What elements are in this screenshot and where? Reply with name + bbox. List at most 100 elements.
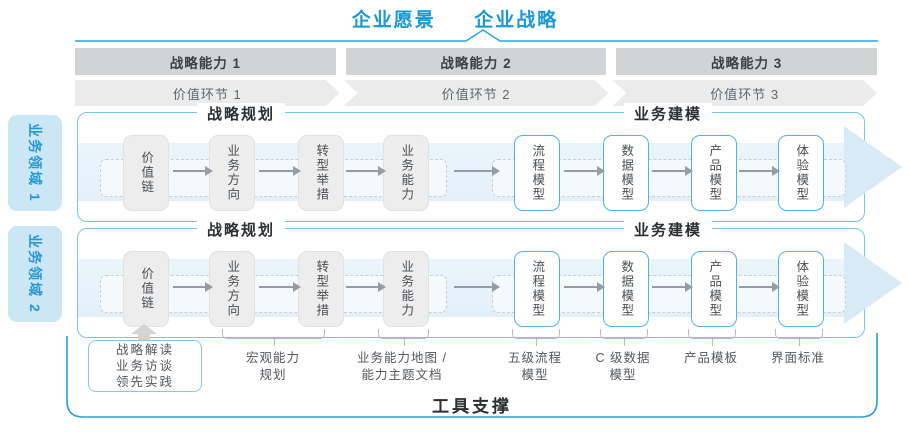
brace-stem [273,338,275,346]
flow-box-transformation-initiatives: 转型举措 [298,251,344,327]
brace-stem [712,338,714,346]
flow-arrow-icon [454,166,500,176]
tool-annotation-label: 界面标准 [771,350,825,367]
flow-box-business-capability: 业务能力 [383,135,429,211]
flow-box-data-model: 数据模型 [603,251,649,327]
flow-box-label: 业务方向 [225,144,240,202]
tool-annotation-line: 宏观能力 [245,351,301,365]
flow-box-label: 业务能力 [399,144,414,202]
flow-box-business-direction: 业务方向 [209,135,255,211]
flow-arrow-icon [173,166,213,176]
brace-connector [378,329,429,346]
flow-arrow-icon [259,282,301,292]
up-arrow-icon [131,324,157,342]
brace-stem [536,338,538,346]
capability-bar-segment: 战略能力 2 [345,48,607,75]
flow-arrow-icon [739,282,780,292]
flow-box-label: 数据模型 [619,260,634,318]
flow-arrow-icon [652,282,693,292]
tool-annotation-line: 五级流程 [507,351,563,365]
tool-annotation-line: C 级数据 [595,351,651,365]
tool-annotation-line: 模型 [521,367,549,382]
brace-stem [799,338,801,346]
brace-stem [624,338,626,346]
value-chain-segment: 价值环节 1 [75,80,340,106]
sidebar-item-domain-1: 业务领域 1 [8,115,62,211]
brace-connector [600,329,648,346]
flow-box-business-direction: 业务方向 [209,251,255,327]
flow-box-business-capability: 业务能力 [383,251,429,327]
flow-box-process-model: 流程模型 [514,251,560,327]
flow-arrow-icon [564,166,605,176]
flow-box-label: 流程模型 [530,260,545,318]
flow-box-product-model: 产品模型 [691,251,737,327]
flow-box-transformation-initiatives: 转型举措 [298,135,344,211]
flow-box-value-chain: 价值链 [123,251,169,327]
strategic-planning-header: 战略规划 [196,219,286,240]
flow-box-label: 产品模型 [707,260,722,318]
capability-row: 战略能力 1 战略能力 2 战略能力 3 [75,48,878,75]
swimlane-band-1: 战略规划 业务建模价值链 业务方向 转型举措 业务能力 流程模型 数据模型产品模型 体验模型 [77,103,902,222]
tool-support-label: 工具支撑 [432,397,512,416]
flow-box-label: 价值链 [139,267,154,311]
practice-line: 战略解读 [115,343,174,357]
domain-label-text: 业务领域 2 [27,234,43,314]
flow-box-data-model: 数据模型 [603,135,649,211]
tool-annotation-line: 产品模板 [683,351,739,365]
business-modeling-header: 业务建模 [623,103,713,124]
practice-line: 领先实践 [115,375,174,389]
value-chain-segment: 价值环节 2 [344,80,609,106]
flow-box-process-model: 流程模型 [514,135,560,211]
flow-box-product-model: 产品模型 [691,135,737,211]
flow-arrow-icon [173,282,213,292]
flow-box-label: 流程模型 [530,144,545,202]
title-strategy: 企业战略 [474,10,559,31]
flow-box-label: 体验模型 [794,144,809,202]
flow-arrow-icon [739,166,780,176]
flow-box-label: 业务方向 [225,260,240,318]
up-arrow-stem [138,334,150,342]
capability-bar-segment: 战略能力 1 [75,48,336,75]
flow-arrow-icon [346,282,386,292]
brace-connector [512,329,560,346]
flow-box-label: 转型举措 [314,144,329,202]
swimlane-band-2: 战略规划 业务建模价值链 业务方向 转型举措 业务能力 流程模型 数据模型 产品模型 体验模型 [77,219,902,338]
page-title: 企业愿景 企业战略 [0,5,910,32]
flow-arrow-icon [652,166,693,176]
strategic-planning-header: 战略规划 [196,103,286,124]
flow-box-label: 价值链 [139,151,154,195]
flow-band-arrowhead-icon [844,242,902,324]
tool-annotation-line: 模型 [609,367,637,382]
value-chain-segment: 价值环节 3 [612,80,877,106]
tool-annotation-line: 能力主题文档 [361,367,443,382]
flow-box-value-chain: 价值链 [123,135,169,211]
tool-annotation-label: C 级数据模型 [595,350,650,384]
tool-annotation-line: 规划 [259,367,287,382]
flow-box-label: 转型举措 [314,260,329,318]
brace-stem [403,338,405,346]
flow-box-label: 业务能力 [399,260,414,318]
tool-annotation-line: 业务能力地图 / [357,351,447,365]
practice-line: 业务访谈 [115,359,174,373]
brace-connector [222,329,325,346]
flow-band-arrowhead-icon [844,126,902,208]
tool-annotation-label: 五级流程模型 [508,350,562,384]
up-arrow-head [131,324,157,334]
flow-arrow-icon [346,166,386,176]
flow-box-label: 体验模型 [794,260,809,318]
sidebar-item-domain-2: 业务领域 2 [8,226,62,322]
tool-annotation-line: 界面标准 [770,351,826,365]
flow-arrow-icon [564,282,605,292]
capability-bar-segment: 战略能力 3 [616,48,878,75]
brace-connector [688,329,736,346]
practice-note-box: 战略解读 业务访谈 领先实践 [88,340,202,392]
brace-connector [775,329,823,346]
domain-label-text: 业务领域 1 [27,123,43,203]
tool-annotation-label: 产品模板 [684,350,738,367]
flow-arrow-icon [454,282,500,292]
flow-box-experience-model: 体验模型 [778,135,824,211]
business-modeling-header: 业务建模 [623,219,713,240]
flow-box-experience-model: 体验模型 [778,251,824,327]
